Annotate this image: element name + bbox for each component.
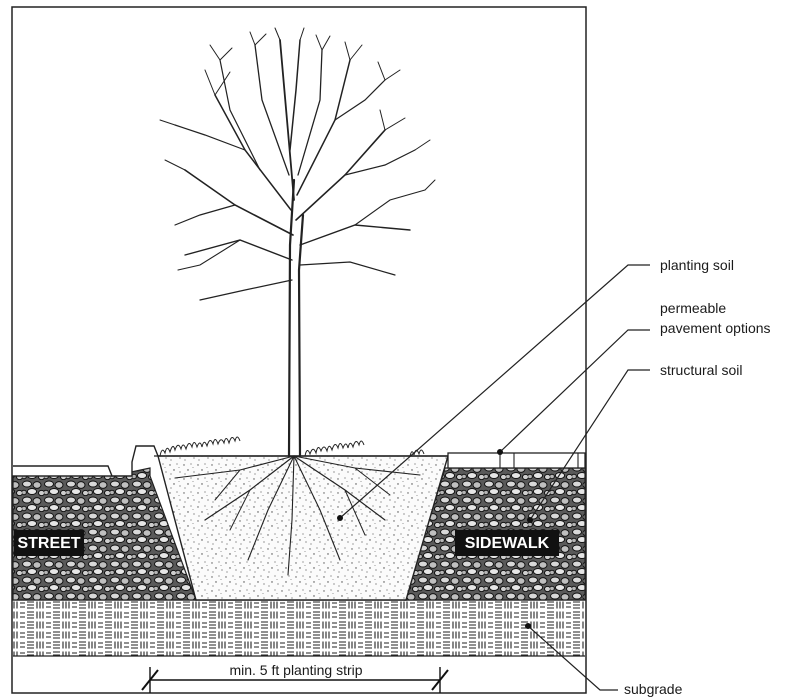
street-label-box: STREET xyxy=(14,530,84,556)
permeable-label-line1: permeable xyxy=(660,300,726,316)
permeable-leader xyxy=(500,330,650,452)
permeable-label-line2: pavement options xyxy=(660,320,771,336)
grass xyxy=(160,437,424,456)
structural-soil-label: structural soil xyxy=(660,362,742,378)
structural-soil-dot xyxy=(527,517,533,523)
dimension-label: min. 5 ft planting strip xyxy=(229,662,362,678)
subgrade-label: subgrade xyxy=(624,681,683,697)
planting-soil-dot xyxy=(337,515,343,521)
sidewalk-label-box: SIDEWALK xyxy=(455,530,559,556)
planting-soil-label: planting soil xyxy=(660,257,734,273)
subgrade-layer xyxy=(13,600,585,656)
sidewalk-label: SIDEWALK xyxy=(465,535,550,552)
permeable-pavement xyxy=(448,453,585,468)
subgrade-dot xyxy=(525,623,531,629)
planting-soil-pit xyxy=(158,456,448,600)
permeable-dot xyxy=(497,449,503,455)
street-label: STREET xyxy=(17,535,80,552)
